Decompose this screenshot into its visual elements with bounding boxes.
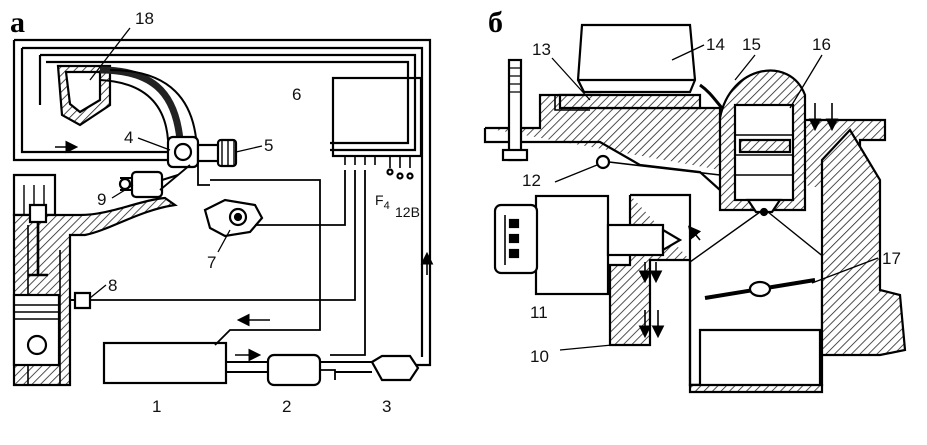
labels: а б 18 6 4 5 9 7 8 1 2 3 F4 12В 13 14 15…	[10, 6, 901, 416]
label-4: 4	[124, 128, 133, 147]
panel-label-a: а	[10, 6, 25, 39]
panel-label-b: б	[488, 6, 503, 39]
label-18: 18	[135, 9, 154, 28]
label-14: 14	[706, 35, 725, 54]
label-12v: 12В	[395, 204, 420, 220]
flow-arrows-b	[638, 103, 839, 339]
label-11: 11	[530, 303, 548, 322]
label-7: 7	[207, 253, 216, 272]
ecu-box	[331, 76, 423, 158]
label-13: 13	[532, 40, 551, 59]
fuel-tank	[102, 341, 228, 385]
label-8: 8	[108, 276, 117, 295]
label-9: 9	[97, 190, 106, 209]
label-10: 10	[530, 347, 549, 366]
label-3: 3	[382, 397, 391, 416]
label-5: 5	[264, 136, 273, 155]
label-6: 6	[292, 85, 301, 104]
panel-b-section	[483, 23, 907, 394]
panel-a-schematic	[12, 38, 432, 387]
leader-lines	[89, 27, 879, 351]
label-16: 16	[812, 35, 831, 54]
flow-arrows-a	[55, 140, 434, 362]
label-1: 1	[152, 397, 161, 416]
label-17: 17	[882, 249, 901, 268]
label-f4: F4	[375, 192, 390, 212]
label-15: 15	[742, 35, 761, 54]
label-12: 12	[522, 171, 541, 190]
label-2: 2	[282, 397, 291, 416]
